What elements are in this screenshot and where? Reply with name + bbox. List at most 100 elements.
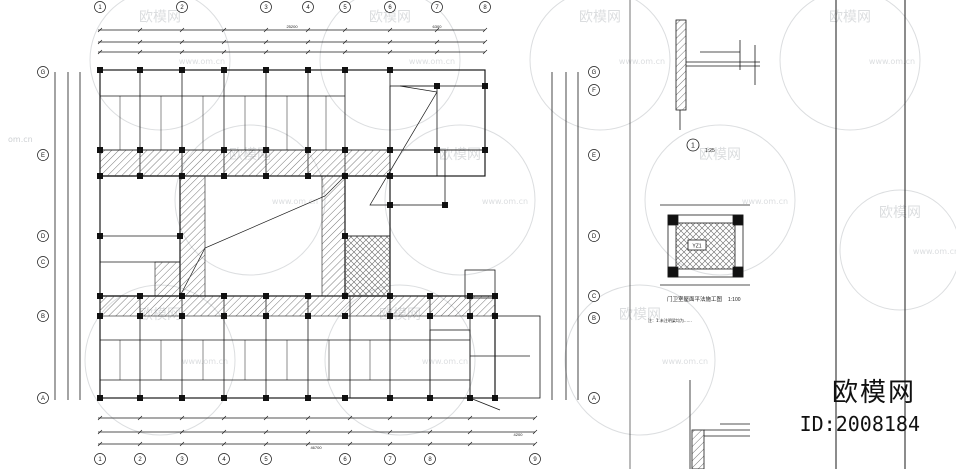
column-marker (179, 293, 185, 299)
svg-text:2: 2 (180, 5, 184, 11)
column-marker (387, 147, 393, 153)
watermark: 欧模网 www.om.cn (564, 284, 716, 436)
column-marker (427, 293, 433, 299)
svg-text:www.om.cn: www.om.cn (272, 197, 318, 206)
svg-text:D: D (41, 234, 46, 240)
axis-bubble-left: B (37, 310, 49, 322)
column-marker (387, 293, 393, 299)
top-overall-dimension: 25200 (286, 24, 298, 29)
svg-text:A: A (41, 396, 45, 402)
axis-bubble-top: 6 (384, 1, 396, 13)
column-marker (221, 395, 227, 401)
axis-bubble-top: 2 (176, 1, 188, 13)
column-marker (263, 147, 269, 153)
column-marker (492, 395, 498, 401)
column-marker (342, 67, 348, 73)
svg-text:B: B (41, 314, 45, 320)
axis-bubble-right: B (588, 312, 600, 324)
column-marker (97, 233, 103, 239)
axis-bubble-top: 7 (431, 1, 443, 13)
column-marker (492, 313, 498, 319)
svg-text:4: 4 (306, 5, 310, 11)
axis-bubble-bottom: 2 (134, 453, 146, 465)
column-marker (387, 313, 393, 319)
svg-text:7: 7 (388, 457, 392, 463)
column-marker (179, 67, 185, 73)
column-marker (387, 202, 393, 208)
svg-text:www.om.cn: www.om.cn (662, 357, 708, 366)
dimension-ticks (97, 27, 538, 447)
axis-bubble-left: D (37, 230, 49, 242)
axis-bubble-left: E (37, 149, 49, 161)
column-marker (305, 147, 311, 153)
column-marker (221, 173, 227, 179)
axis-bubble-top: 8 (479, 1, 491, 13)
column-marker (305, 173, 311, 179)
section-marker-circle (686, 138, 700, 152)
axis-bubble-left: G (37, 66, 49, 78)
svg-text:G: G (41, 70, 46, 76)
svg-text:欧模网: 欧模网 (369, 10, 411, 26)
axis-bubble-bottom: 6 (339, 453, 351, 465)
column-marker (387, 395, 393, 401)
column-marker (97, 173, 103, 179)
axis-bubble-bottom: 4 (218, 453, 230, 465)
column-marker (342, 233, 348, 239)
column-marker (177, 233, 183, 239)
svg-text:www.om.cn: www.om.cn (482, 197, 528, 206)
axis-bubble-top: 5 (339, 1, 351, 13)
svg-text:4: 4 (222, 457, 226, 463)
column-marker (179, 313, 185, 319)
bottom-right-dimension: 4200 (514, 432, 524, 437)
guardroom-plan (660, 204, 750, 286)
column-marker (221, 147, 227, 153)
axis-bubble-right: G (588, 66, 600, 78)
column-marker (467, 313, 473, 319)
svg-text:5: 5 (343, 5, 347, 11)
svg-text:9: 9 (533, 457, 537, 463)
svg-text:5: 5 (264, 457, 268, 463)
svg-text:B: B (592, 316, 596, 322)
watermark-url: om.cn (8, 135, 33, 144)
svg-text:3: 3 (264, 5, 268, 11)
axis-bubble-left: C (37, 256, 49, 268)
svg-text:C: C (41, 260, 46, 266)
svg-text:欧模网: 欧模网 (879, 205, 921, 221)
svg-text:欧模网: 欧模网 (619, 307, 661, 323)
svg-text:www.om.cn: www.om.cn (742, 197, 788, 206)
axis-bubble-top: 3 (260, 1, 272, 13)
axis-bubble-right: E (588, 149, 600, 161)
axis-bubble-bottom: 8 (424, 453, 436, 465)
column-marker (387, 173, 393, 179)
column-marker (263, 173, 269, 179)
svg-text:A: A (592, 396, 596, 402)
drawing-note: 注：1.未注明梁均为…… (648, 317, 692, 323)
svg-text:www.om.cn: www.om.cn (409, 57, 455, 66)
svg-text:www.om.cn: www.om.cn (619, 57, 665, 66)
bottom-overall-dimension: 46700 (310, 445, 322, 450)
column-marker (305, 395, 311, 401)
svg-text:7: 7 (435, 5, 439, 11)
axis-bubble-left: A (37, 392, 49, 404)
axis-bubble-bottom: 1 (94, 453, 106, 465)
svg-text:G: G (592, 70, 597, 76)
column-marker (97, 293, 103, 299)
svg-text:6: 6 (343, 457, 347, 463)
guardroom-plan-title: 门卫室屋面平法施工图 (667, 295, 723, 303)
guardroom-plan-scale: 1:100 (728, 297, 741, 303)
svg-text:1: 1 (98, 5, 102, 11)
column-marker (305, 313, 311, 319)
svg-text:www.om.cn: www.om.cn (869, 57, 915, 66)
column-marker (263, 313, 269, 319)
column-marker (137, 395, 143, 401)
svg-text:8: 8 (483, 5, 487, 11)
column-markers (97, 67, 498, 401)
column-marker (263, 67, 269, 73)
column-marker (387, 67, 393, 73)
column-marker (97, 395, 103, 401)
column-marker (442, 202, 448, 208)
column-marker (221, 313, 227, 319)
